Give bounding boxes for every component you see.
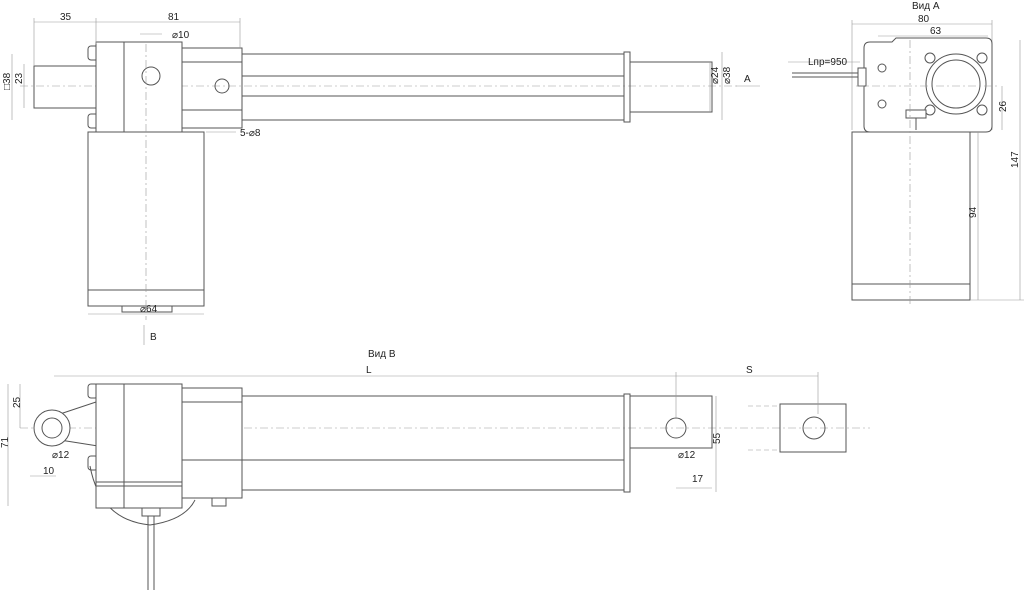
dim-71: 71: [0, 436, 11, 448]
housing: [181, 47, 243, 129]
view-b-title: Вид В: [368, 349, 396, 360]
dim-d64: ⌀64: [140, 304, 158, 315]
dim-d38: ⌀38: [722, 66, 733, 84]
dim-25: 25: [12, 396, 23, 408]
dim-d10: ⌀10: [172, 30, 190, 41]
view-a-title: Вид А: [912, 1, 940, 12]
dim-147: 147: [1010, 151, 1021, 168]
dim-10: 10: [43, 466, 55, 477]
dim-26: 26: [998, 100, 1009, 112]
view-b: Вид В L S 71 25 ⌀12 10: [0, 349, 870, 590]
view-a: Вид А 80 63 Lпр=950 26 147 94: [788, 1, 1024, 304]
rod-end: [629, 61, 713, 113]
outer-tube: [241, 53, 625, 121]
rear-clevis: [33, 65, 97, 109]
dim-35: 35: [60, 12, 72, 23]
dim-d24: ⌀24: [710, 66, 721, 84]
gearbox: [95, 41, 183, 133]
dim-81: 81: [168, 12, 180, 23]
dim-63: 63: [930, 26, 942, 37]
arrow-a-label: A: [744, 74, 751, 85]
dim-l: L: [366, 365, 372, 376]
arrow-b-label: B: [150, 332, 157, 343]
dim-sq38: □38: [2, 72, 13, 90]
cable-length: Lпр=950: [808, 57, 848, 68]
top-view: 35 81 ⌀10 □38 23 5-⌀8 ⌀24 ⌀38 A ⌀64 B: [2, 12, 760, 345]
dim-d12-right: ⌀12: [678, 450, 696, 461]
dim-s: S: [746, 365, 753, 376]
motor-view-a: [851, 131, 971, 301]
dim-23: 23: [14, 72, 25, 84]
dim-5d8: 5-⌀8: [240, 128, 261, 139]
dim-94: 94: [968, 206, 979, 218]
dim-17: 17: [692, 474, 704, 485]
dim-80: 80: [918, 14, 930, 25]
dim-d12-left: ⌀12: [52, 450, 70, 461]
dim-55: 55: [712, 432, 723, 444]
